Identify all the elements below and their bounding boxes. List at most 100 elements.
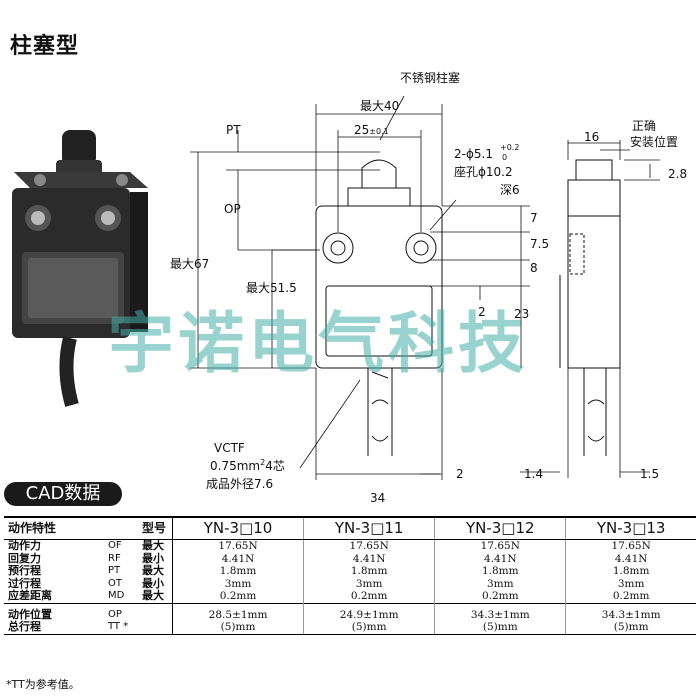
property-code: OF	[108, 540, 122, 551]
value-cell: (5)mm	[303, 621, 435, 635]
value-cell: 34.3±1mm	[565, 608, 696, 621]
technical-drawing: 最大40 25±0.1 不锈钢柱塞 PT OP 最大67 最大51.5 2-ϕ5…	[170, 70, 687, 505]
header-model: 型号	[142, 516, 173, 540]
separator-cell	[303, 602, 435, 609]
value-cell: 28.5±1mm	[171, 608, 304, 621]
property-code: MD	[108, 590, 125, 601]
separator-cell	[434, 602, 566, 609]
value-cell: 3mm	[565, 577, 696, 590]
separator-cell	[108, 602, 142, 609]
value-cell: 0.2mm	[171, 590, 304, 603]
value-cell: 4.41N	[565, 552, 696, 565]
property-qualifier: 最大	[142, 589, 173, 603]
value-cell: 34.3±1mm	[434, 608, 566, 621]
property-name: 预行程	[8, 564, 41, 577]
property-qualifier: 最小	[142, 577, 173, 590]
value-cell: 3mm	[434, 577, 566, 590]
hole-spec-2: 座孔ϕ10.2	[454, 164, 513, 179]
dim-7-5: 7.5	[530, 237, 549, 251]
product-photo	[12, 130, 148, 407]
separator-cell	[171, 602, 304, 609]
dim-16: 16	[584, 130, 599, 144]
correct-pos-1: 正确	[632, 119, 656, 133]
property-qualifier	[142, 621, 173, 635]
value-cell: 0.2mm	[434, 590, 566, 603]
value-cell: 3mm	[303, 577, 435, 590]
value-cell: 4.41N	[171, 552, 304, 565]
dim-7: 7	[530, 211, 538, 225]
value-cell: 17.65N	[303, 539, 435, 553]
dim-34: 34	[370, 491, 385, 505]
property-qualifier: 最大	[142, 539, 173, 553]
value-cell: 24.9±1mm	[303, 608, 435, 621]
header-property: 动作特性	[4, 516, 142, 540]
header-col-3: YN-3□12	[434, 516, 566, 540]
property-name: 过行程	[8, 576, 41, 590]
property-name: 动作位置	[8, 607, 52, 621]
footnote: *TT为参考值。	[6, 678, 80, 691]
value-cell: 3mm	[171, 577, 304, 590]
cable-spec-1: VCTF	[214, 441, 245, 455]
dim-max40: 最大40	[360, 99, 399, 113]
property-name: 动作力	[8, 539, 41, 552]
page-title: 柱塞型	[10, 34, 80, 59]
value-cell: 17.65N	[434, 539, 566, 553]
hole-tol-top: +0.2	[500, 143, 519, 152]
property-qualifier: 最小	[142, 552, 173, 565]
value-cell: (5)mm	[434, 621, 566, 635]
dim-1-5: 1.5	[640, 467, 659, 481]
spec-table: 动作特性 型号 YN-3□10 YN-3□11 YN-3□12 YN-3□13 …	[4, 516, 696, 635]
table-header-row: 动作特性 型号 YN-3□10 YN-3□11 YN-3□12 YN-3□13	[4, 516, 696, 540]
property-name: 应差距离	[8, 589, 52, 602]
dim-25: 25±0.1	[354, 123, 389, 137]
property-code: PT	[108, 565, 121, 576]
header-col-1: YN-3□10	[171, 516, 304, 540]
value-cell: 0.2mm	[565, 590, 696, 603]
property-code: RF	[108, 552, 121, 564]
value-cell: (5)mm	[565, 621, 696, 635]
property-name: 总行程	[4, 620, 108, 635]
property-code: OT	[108, 577, 122, 589]
dim-max67: 最大67	[170, 257, 209, 271]
header-col-4: YN-3□13	[565, 516, 696, 540]
value-cell: (5)mm	[171, 621, 304, 635]
property-code: OP	[108, 608, 122, 620]
watermark: 宇诺电气科技	[108, 304, 528, 382]
value-cell: 0.2mm	[303, 590, 435, 603]
table-separator	[4, 602, 696, 609]
dim-2b: 2	[456, 467, 464, 481]
property-qualifier: 最大	[142, 564, 173, 578]
dim-23: 23	[514, 307, 529, 321]
value-cell: 4.41N	[434, 552, 566, 565]
property-qualifier	[142, 608, 173, 621]
hole-spec-1: 2-ϕ5.1	[454, 147, 493, 161]
hole-tol-bot: 0	[502, 153, 507, 162]
dim-pt: PT	[226, 123, 241, 137]
dim-1-4: 1.4	[524, 467, 543, 481]
value-cell: 4.41N	[303, 552, 435, 565]
property-code: TT *	[108, 621, 142, 635]
dim-2-8: 2.8	[668, 167, 687, 181]
dim-max51-5: 最大51.5	[246, 281, 297, 295]
cable-spec-3: 成品外径7.6	[206, 477, 273, 491]
value-cell: 1.8mm	[303, 565, 435, 578]
header-col-2: YN-3□11	[303, 516, 435, 540]
cad-data-badge: CAD数据	[4, 482, 122, 506]
value-cell: 1.8mm	[434, 565, 566, 578]
correct-pos-2: 安装位置	[630, 134, 678, 149]
dim-8: 8	[530, 261, 538, 275]
dim-2a: 2	[478, 305, 486, 319]
dim-op: OP	[224, 202, 241, 216]
cable-spec-2: 0.75mm24芯	[210, 458, 285, 473]
hole-spec-3: 深6	[500, 183, 520, 197]
value-cell: 1.8mm	[565, 565, 696, 578]
value-cell: 1.8mm	[171, 565, 304, 578]
plunger-label: 不锈钢柱塞	[400, 70, 460, 85]
